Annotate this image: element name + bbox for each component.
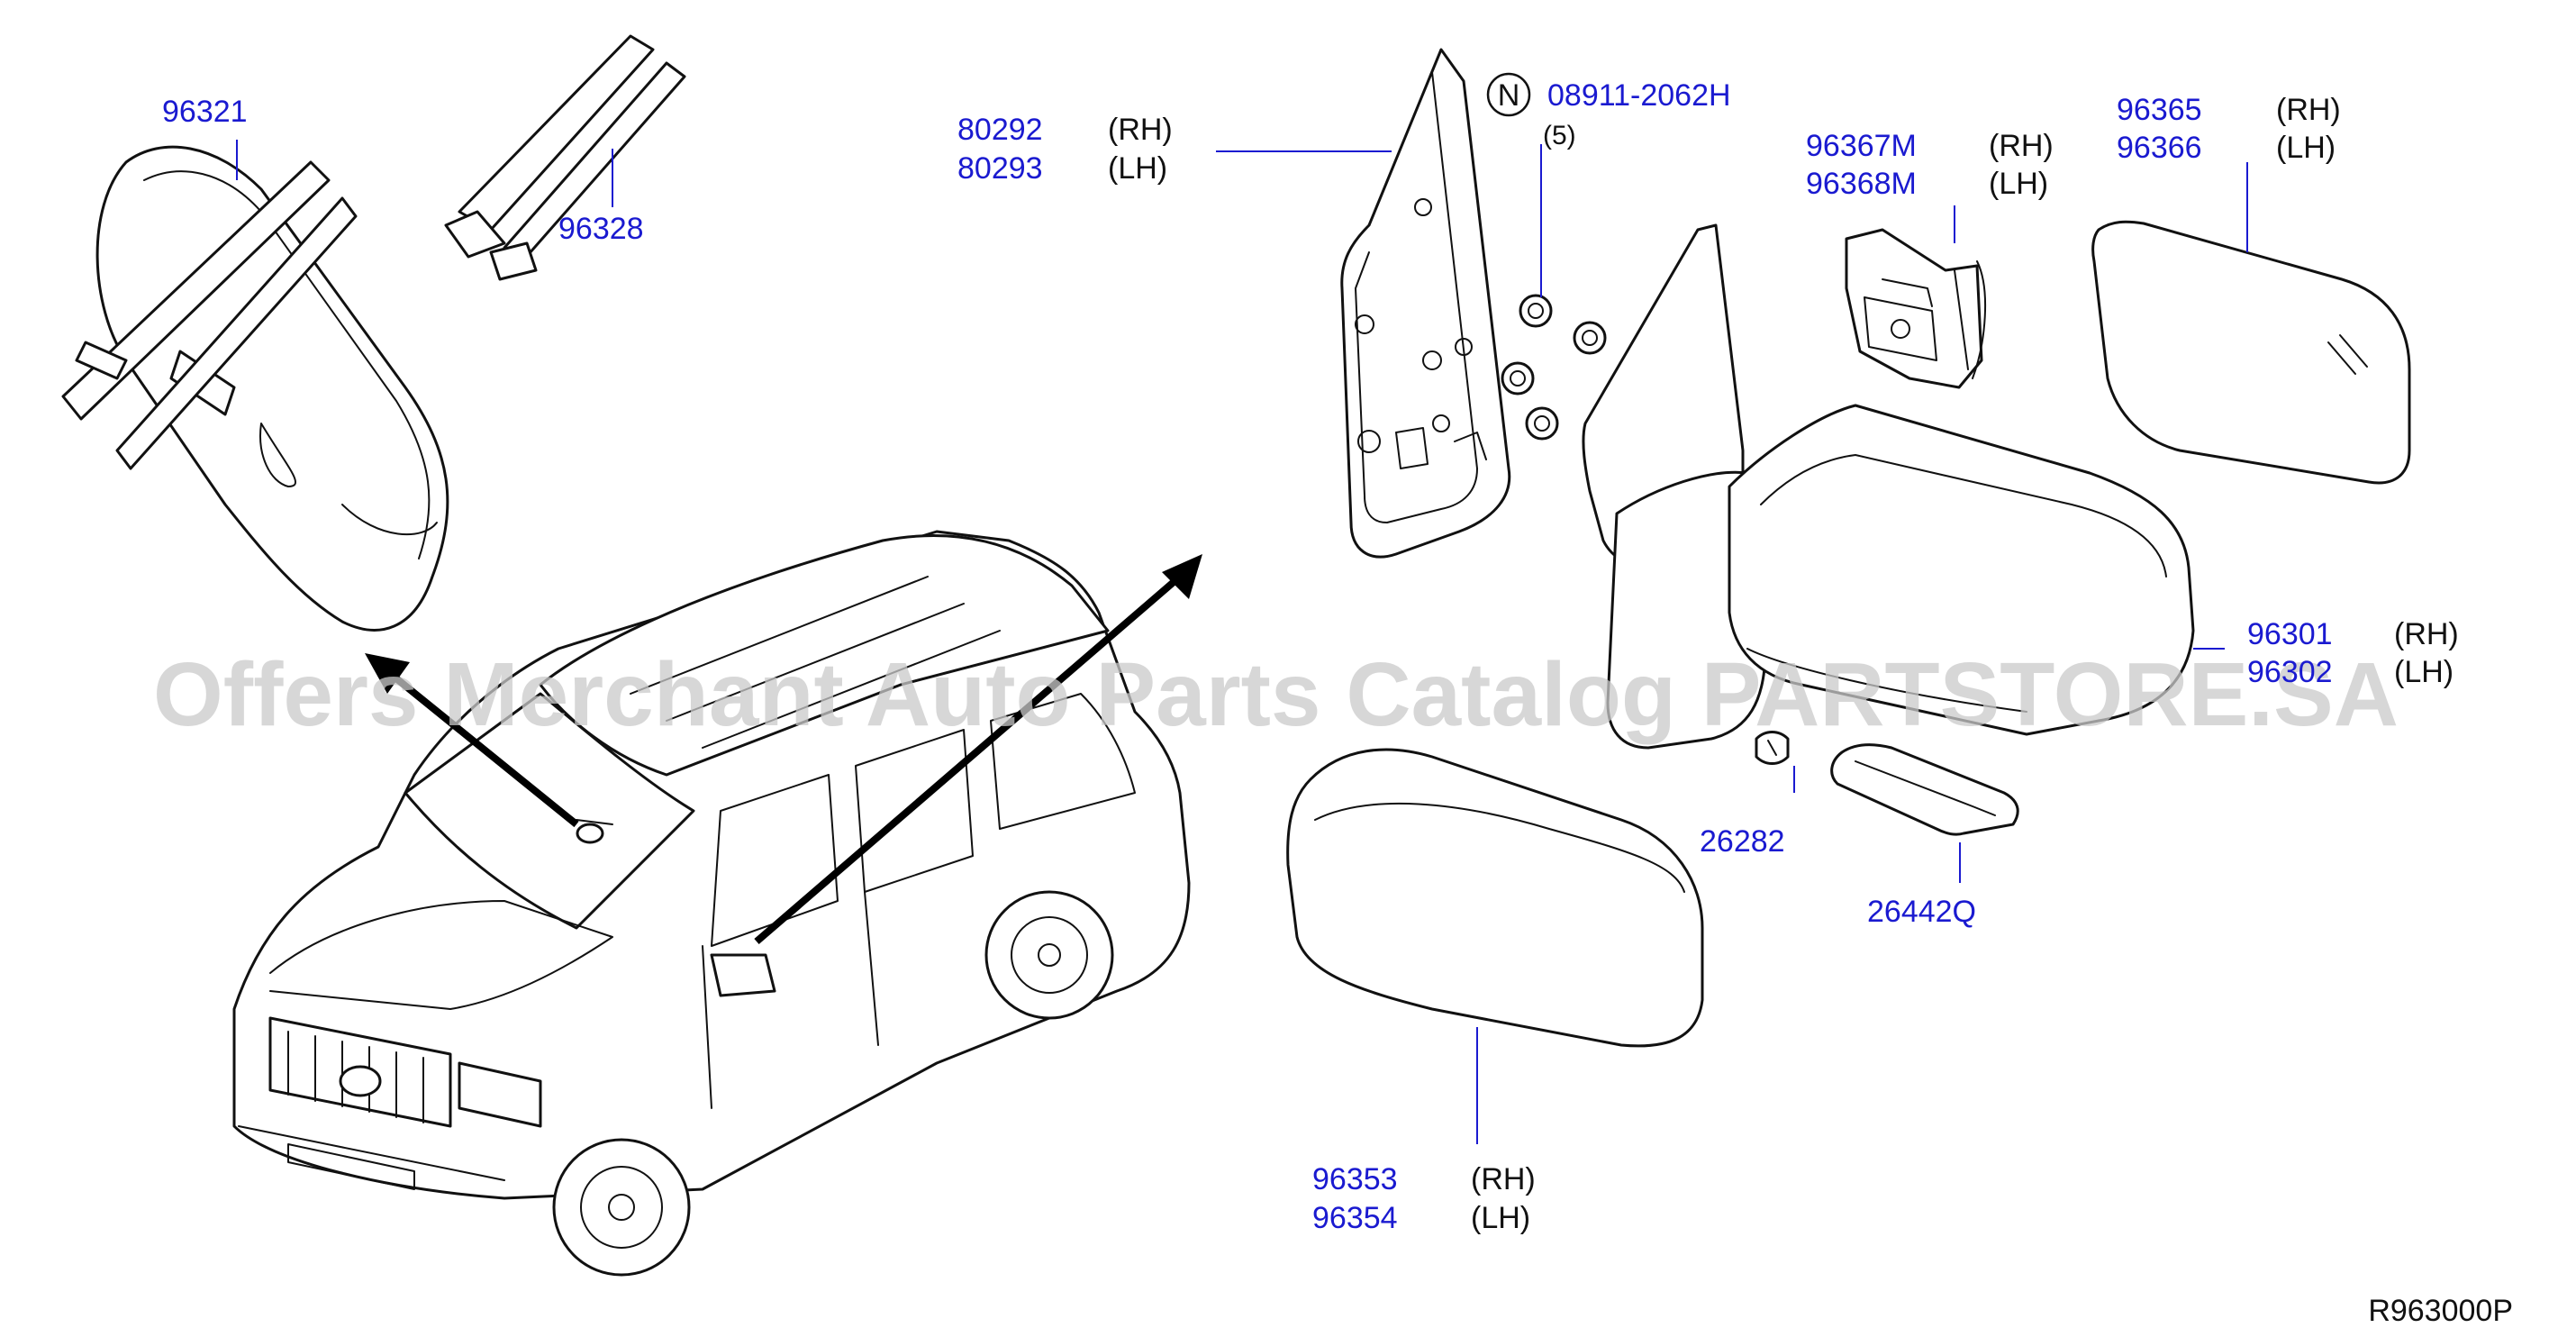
part-number-rh[interactable]: 96365 <box>2117 93 2202 127</box>
callout-door-mirror[interactable]: 96301 (RH) 96302 (LH) <box>2247 617 2459 689</box>
side-rh: (RH) <box>1108 113 1173 147</box>
part-number[interactable]: 26442Q <box>1867 895 1976 929</box>
side-lh: (LH) <box>2276 131 2336 165</box>
side-lh: (LH) <box>1471 1201 1530 1235</box>
pointer-arrows <box>365 554 1202 945</box>
part-number[interactable]: 26282 <box>1700 824 1785 859</box>
part-number-lh[interactable]: 96302 <box>2247 655 2333 689</box>
part-number-lh[interactable]: 96354 <box>1312 1201 1398 1235</box>
part-number-rh[interactable]: 80292 <box>957 113 1043 147</box>
mirror-glass-illustration[interactable] <box>2091 220 2411 485</box>
part-number[interactable]: 08911-2062H <box>1547 78 1731 113</box>
inside-mirror-illustration[interactable] <box>61 145 449 632</box>
diagram-reference-code: R963000P <box>2368 1294 2513 1328</box>
nuts-illustration[interactable] <box>1501 294 1607 441</box>
side-rh: (RH) <box>1471 1162 1536 1196</box>
part-number-rh[interactable]: 96353 <box>1312 1162 1398 1196</box>
part-number[interactable]: 96321 <box>162 95 248 129</box>
side-lh: (LH) <box>2394 655 2454 689</box>
mirror-cover-illustration[interactable] <box>1286 748 1704 1048</box>
turn-lamp-illustration[interactable] <box>1830 743 2019 836</box>
callout-bulb[interactable]: 26282 <box>1700 824 1785 859</box>
actuator-illustration[interactable] <box>1845 228 1987 389</box>
watermark-text: Offers Merchant Auto Parts Catalog PARTS… <box>153 644 2399 745</box>
callout-nut[interactable]: N 08911-2062H (5) <box>1486 72 1731 150</box>
part-number[interactable]: 96328 <box>558 212 644 246</box>
part-number-rh[interactable]: 96301 <box>2247 617 2333 651</box>
callout-glass[interactable]: 96365 (RH) 96366 (LH) <box>2117 93 2341 165</box>
base-plate-illustration[interactable] <box>1340 48 1511 559</box>
mirror-bracket-illustration[interactable] <box>444 34 686 281</box>
callout-turn-lamp[interactable]: 26442Q <box>1867 895 1976 929</box>
callout-mirror-bracket[interactable]: 96328 <box>558 212 644 246</box>
side-lh: (LH) <box>1989 167 2048 201</box>
part-number-rh[interactable]: 96367M <box>1806 129 1917 163</box>
quantity: (5) <box>1543 121 1576 150</box>
vehicle-illustration <box>232 530 1191 1277</box>
bulb-illustration[interactable] <box>1755 731 1790 765</box>
n-symbol: N <box>1498 78 1520 113</box>
door-mirror-illustration[interactable] <box>1582 223 2195 750</box>
leader-lines <box>236 140 2248 1144</box>
side-rh: (RH) <box>2394 617 2459 651</box>
part-number-lh[interactable]: 96368M <box>1806 167 1917 201</box>
part-number-lh[interactable]: 96366 <box>2117 131 2202 165</box>
callout-actuator[interactable]: 96367M (RH) 96368M (LH) <box>1806 129 2054 201</box>
side-lh: (LH) <box>1108 151 1167 186</box>
callout-base-plate[interactable]: 80292 (RH) 80293 (LH) <box>957 113 1173 186</box>
side-rh: (RH) <box>2276 93 2341 127</box>
callout-inside-mirror[interactable]: 96321 <box>162 95 248 129</box>
callout-cover[interactable]: 96353 (RH) 96354 (LH) <box>1312 1162 1536 1235</box>
side-rh: (RH) <box>1989 129 2054 163</box>
n-symbol-circle <box>1486 72 1531 117</box>
part-number-lh[interactable]: 80293 <box>957 151 1043 186</box>
